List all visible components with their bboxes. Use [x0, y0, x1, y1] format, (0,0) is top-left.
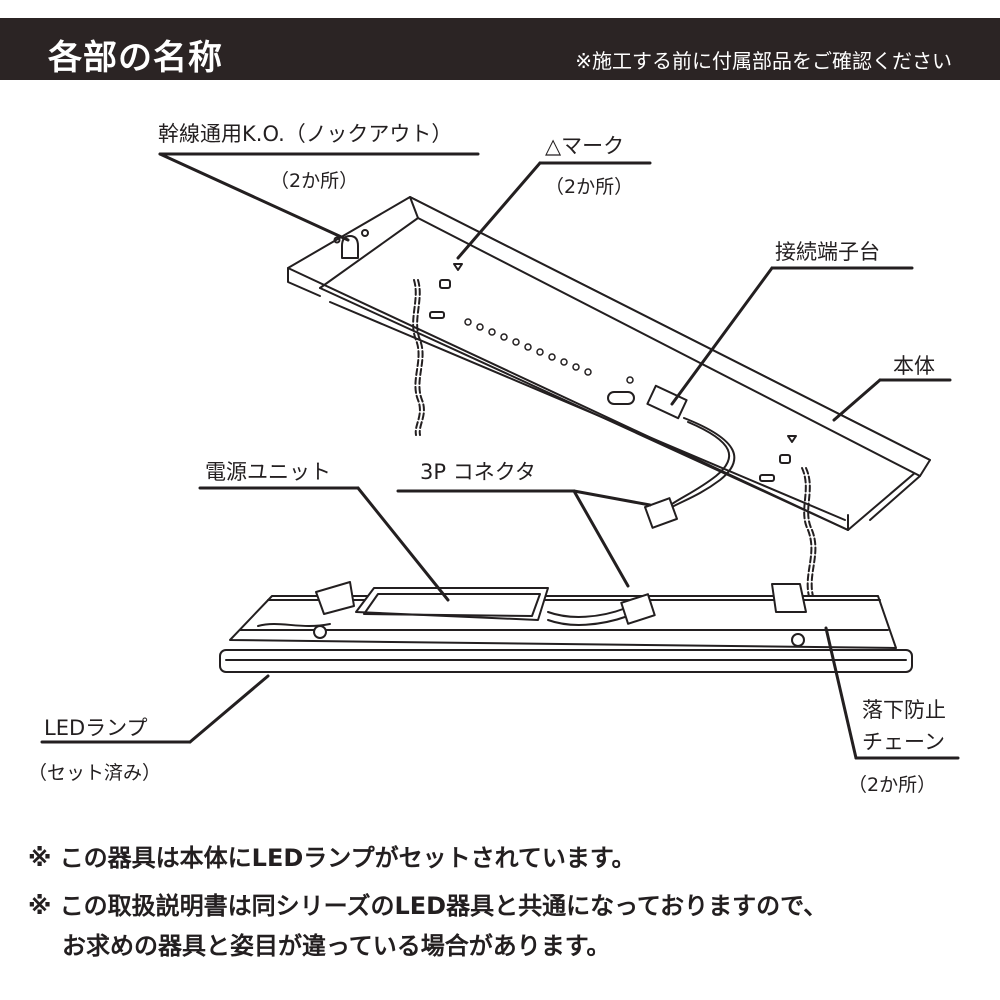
page-title: 各部の名称 — [48, 38, 223, 78]
connector-3p — [620, 593, 656, 625]
label-main-body: 本体 — [893, 354, 935, 378]
label-led-lamp: LEDランプ — [44, 716, 148, 740]
label-knockout: 幹線通用K.O.（ノックアウト） — [158, 122, 453, 146]
label-3p-connector: 3P コネクタ — [420, 460, 536, 484]
note-line-3: お求めの器具と姿目が違っている場合があります。 — [62, 932, 611, 960]
lamp-unit — [219, 581, 913, 673]
label-power-unit: 電源ユニット — [205, 460, 331, 484]
mark-triangle — [453, 263, 463, 271]
vent-holes — [464, 318, 634, 384]
label-mark-count: （2か所） — [545, 176, 634, 198]
connector-plug — [644, 497, 678, 529]
label-led-lamp-sub: （セット済み） — [28, 762, 162, 784]
knockout-hole — [341, 235, 359, 259]
power-unit-box — [355, 587, 549, 621]
header-bar — [0, 18, 1000, 80]
label-chain-line1: 落下防止 — [862, 698, 946, 722]
main-body — [287, 196, 931, 531]
label-terminal-block: 接続端子台 — [775, 240, 880, 264]
mark-triangle-2 — [787, 435, 797, 443]
label-chain-line2: チェーン — [862, 730, 945, 754]
note-line-1: ※ この器具は本体にLEDランプがセットされています。 — [28, 844, 636, 872]
terminal-block — [646, 384, 688, 420]
label-chain-count: （2か所） — [848, 774, 937, 796]
label-knockout-count: （2か所） — [270, 170, 359, 192]
note-line-2: ※ この取扱説明書は同シリーズのLED器具と共通になっておりますので、 — [28, 892, 828, 920]
leader-lines — [40, 152, 960, 760]
safety-chain-left — [412, 279, 425, 436]
label-mark: △マーク — [545, 134, 625, 158]
header-note: ※施工する前に付属部品をご確認ください — [575, 49, 952, 73]
